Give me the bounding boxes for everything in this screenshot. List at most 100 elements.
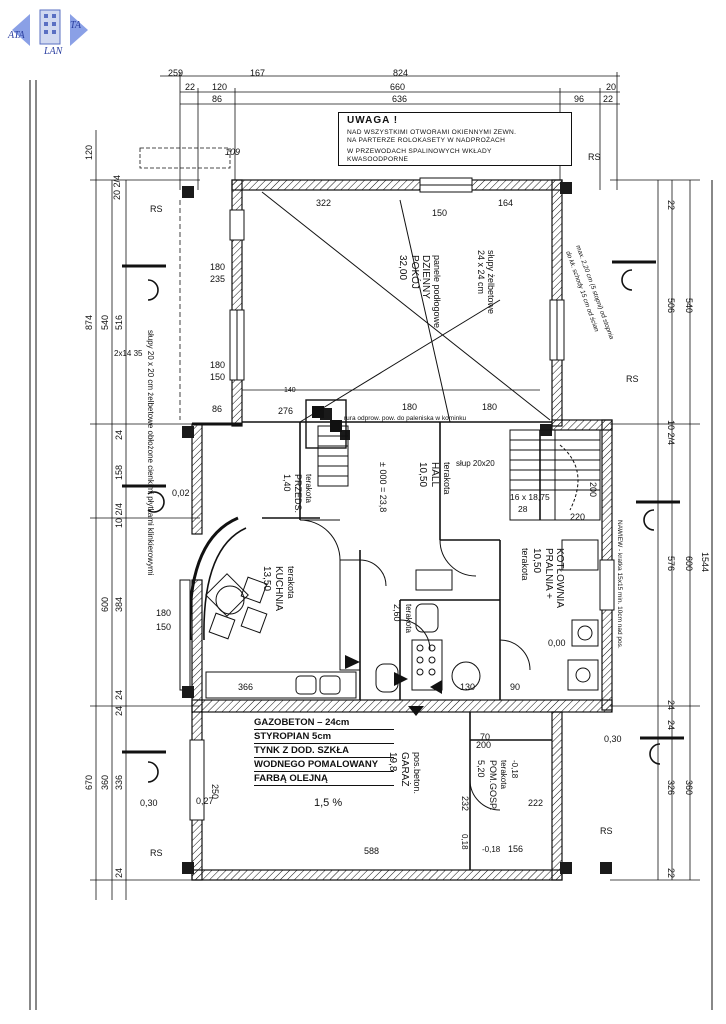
label-rs-5: RS: [150, 848, 163, 858]
label-level-030b: 0,30: [140, 798, 158, 808]
label-pokoj-name: POKÓJ: [409, 255, 422, 289]
dim-left-7: 158: [114, 465, 124, 480]
label-rs-1: RS: [150, 204, 163, 214]
dim-inner-25: 200: [588, 482, 598, 497]
dim-right-5: 600: [684, 556, 694, 571]
logo-graphic: ATA TA LAN: [7, 9, 88, 57]
logo-text-2: TA: [70, 20, 82, 31]
kitchen-fixtures: [205, 559, 361, 699]
label-level-027: 0,27: [196, 796, 214, 806]
label-przeds-floor: terakota: [304, 474, 313, 503]
dim-left-4: 516: [114, 315, 124, 330]
dim-left-1: 20 2/4: [112, 175, 122, 200]
dim-inner-9: 180: [482, 402, 497, 412]
dim-inner-18: 70: [480, 732, 490, 742]
dim-right-11: 24: [666, 720, 676, 730]
dim-top-0: 22: [185, 82, 195, 92]
label-rs-3: RS: [626, 374, 639, 384]
dim-inner-17: 90: [510, 682, 520, 692]
bay-window-sill: [179, 579, 191, 691]
warning-note-title: UWAGA !: [347, 115, 399, 126]
dim-top-3: 660: [390, 82, 405, 92]
dim-left-13: 360: [100, 775, 110, 790]
dim-right-10: 22: [666, 868, 676, 878]
label-pokoj-area: 32,00: [397, 255, 408, 280]
label-wc-floor: terakota: [404, 604, 413, 633]
warning-note-line-1: NAD WSZYSTKIMI OTWORAMI OKIENNYMI ZEWN.: [347, 129, 517, 136]
dim-inner-16: 130: [460, 682, 475, 692]
room-labels: 32,00 POKÓJ DZIENNY panele podłogowe słu…: [146, 244, 623, 810]
right-dimensions: 22 506 540 10 2/4 1544 600 576 24 360 32…: [610, 179, 710, 881]
label-pralnia-name: PRALNIA +: [543, 548, 554, 599]
label-pokoj-name2: DZIENNY: [420, 255, 431, 299]
dim-right-6: 576: [666, 556, 676, 571]
dashed-frame: [139, 147, 231, 169]
logo-text-1: ATA: [7, 30, 26, 41]
label-flue-note: rura odprow. pow. do paleniska w kominku: [344, 415, 467, 422]
wall-legend: GAZOBETON – 24cm STYROPIAN 5cm TYNK Z DO…: [254, 716, 394, 786]
dim-top-1: 120: [212, 82, 227, 92]
dim-right-8: 360: [684, 780, 694, 795]
doors: [299, 519, 531, 811]
dim-right-4: 1544: [700, 552, 710, 572]
dim-inner-11: 86: [212, 404, 222, 414]
label-przeds-area: 1,40: [282, 474, 292, 492]
dim-inner-14: 366: [238, 682, 253, 692]
dim-inner-7: 276: [278, 406, 293, 416]
dim-right-2: 540: [684, 298, 694, 313]
dim-inner-10: 140: [284, 387, 296, 394]
label-wc-area: 2,60: [392, 604, 402, 622]
warning-note-line-2: NA PARTERZE ROLOKASETY W NADPROŻACH: [347, 137, 506, 144]
dim-inner-0: 322: [316, 198, 331, 208]
label-pokoj-note1: słupy żelbetowe: [486, 250, 496, 314]
dim-inner-19: 200: [476, 740, 491, 750]
dim-inner-4: 235: [210, 274, 225, 284]
dim-left-16: 24: [114, 690, 124, 700]
dim-left-10: 384: [114, 597, 124, 612]
label-level-018b: 0,18: [460, 834, 469, 850]
dim-left-15: 24: [114, 868, 124, 878]
logo-text-3: LAN: [43, 46, 64, 56]
label-hall-area: 10,50: [417, 462, 428, 487]
label-kuchnia-name: KUCHNIA: [273, 566, 284, 611]
dim-top-6: 20: [606, 82, 616, 92]
label-pralnia-floor: terakota: [520, 548, 530, 581]
dim-left-3: 540: [100, 315, 110, 330]
label-kuchnia-area: 13,50: [261, 566, 272, 591]
warning-note-line-3: W PRZEWODACH SPALINOWYCH WKŁADY: [347, 148, 492, 155]
dim-top-4: 636: [392, 94, 407, 104]
legend-line-4: WODNEGO POMALOWANY: [254, 758, 394, 772]
dim-inner-15: 588: [364, 846, 379, 856]
label-pomgosp-name: POM.GOSP.: [488, 760, 498, 810]
label-garaz-name: GARAŻ: [399, 752, 412, 786]
dim-left-0: 120: [84, 145, 94, 160]
left-dimensions: 120 20 2/4 874 540 516 2x14 35 24 158 10…: [84, 130, 200, 900]
dim-inner-20: 222: [528, 798, 543, 808]
label-vent-note: NAWIEW - kratka 15x15 min. 10cm nad pos.: [616, 520, 623, 649]
dim-inner-24: 220: [570, 512, 585, 522]
living-room-diagonals: [242, 191, 551, 423]
label-rs-4: RS: [600, 826, 613, 836]
label-level-000: 0,00: [548, 638, 566, 648]
legend-line-5: FARBĄ OLEJNĄ: [254, 772, 394, 786]
dim-top-11: 259: [168, 68, 183, 78]
dim-inner-3: 180: [210, 262, 225, 272]
dim-right-7: 24: [666, 700, 676, 710]
dim-inner-12: 180: [156, 608, 171, 618]
dim-inner-13: 150: [156, 622, 171, 632]
dim-top-5: 96: [574, 94, 584, 104]
dim-left-11: 24: [114, 706, 124, 716]
label-hall-level: ± 000 = 23,8: [378, 462, 388, 512]
dim-top-2: 86: [212, 94, 222, 104]
dim-inner-21: 232: [460, 796, 470, 811]
dim-inner-23: 250: [210, 784, 220, 799]
section-markers: [122, 260, 684, 783]
dim-left-12: 670: [84, 775, 94, 790]
dim-left-2: 874: [84, 315, 94, 330]
dim-top-7: 22: [603, 94, 613, 104]
chimney-flue-1: [312, 406, 324, 418]
label-stairs-2: 28: [518, 504, 528, 514]
misc-labels: RS RS RS RS RS 16 x 18,75 28 0,02 0,00 0…: [140, 152, 639, 858]
label-level-018: -0,18: [482, 845, 501, 854]
dim-left-9: 600: [100, 597, 110, 612]
